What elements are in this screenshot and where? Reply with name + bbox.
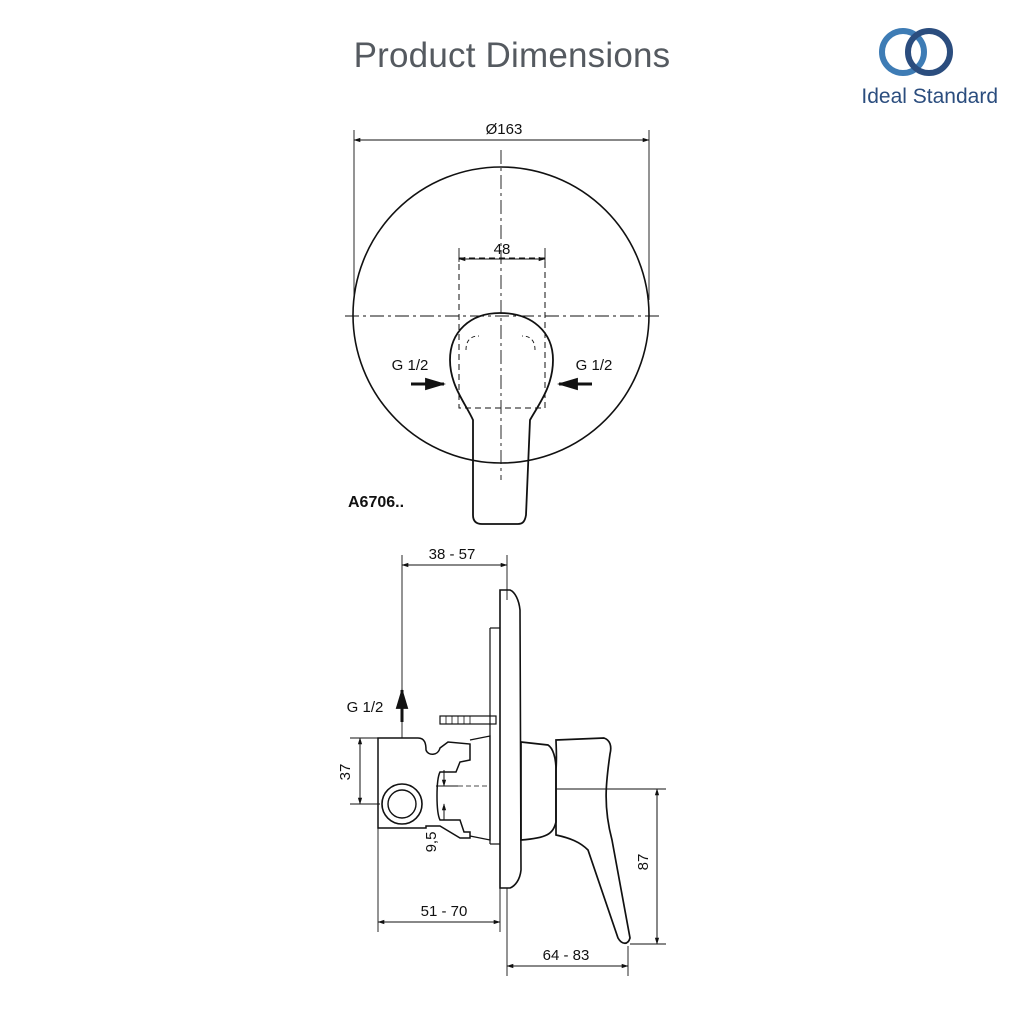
lever-handle (449, 312, 554, 525)
front-view (345, 130, 660, 525)
depth-range-label: 38 - 57 (429, 546, 476, 563)
inlet-left-label: G 1/2 (392, 357, 429, 374)
lever-height-label: 87 (635, 854, 652, 871)
cartridge-outline (458, 257, 546, 409)
diameter-label: Ø163 (486, 121, 523, 138)
model-code: A6706.. (348, 494, 404, 511)
rings-logo-icon (879, 28, 953, 76)
outlet-label: G 1/2 (347, 699, 384, 716)
page-title: Product Dimensions (353, 36, 671, 75)
lever-side (520, 741, 557, 841)
side-view (350, 555, 666, 976)
inlet-right-label: G 1/2 (576, 357, 613, 374)
valve-body (377, 737, 471, 839)
lever-projection-label: 64 - 83 (543, 947, 590, 964)
rosette-side (499, 589, 522, 889)
brand-name: Ideal Standard (861, 85, 998, 108)
wall-depth-label: 51 - 70 (421, 903, 468, 920)
brand-logo: Ideal Standard (838, 22, 998, 114)
height-body-label: 37 (337, 764, 354, 781)
offset-label: 9,5 (423, 832, 440, 853)
rosette-plate (352, 166, 650, 464)
outlet-connection (381, 783, 423, 825)
cartridge-width-label: 48 (494, 241, 511, 258)
